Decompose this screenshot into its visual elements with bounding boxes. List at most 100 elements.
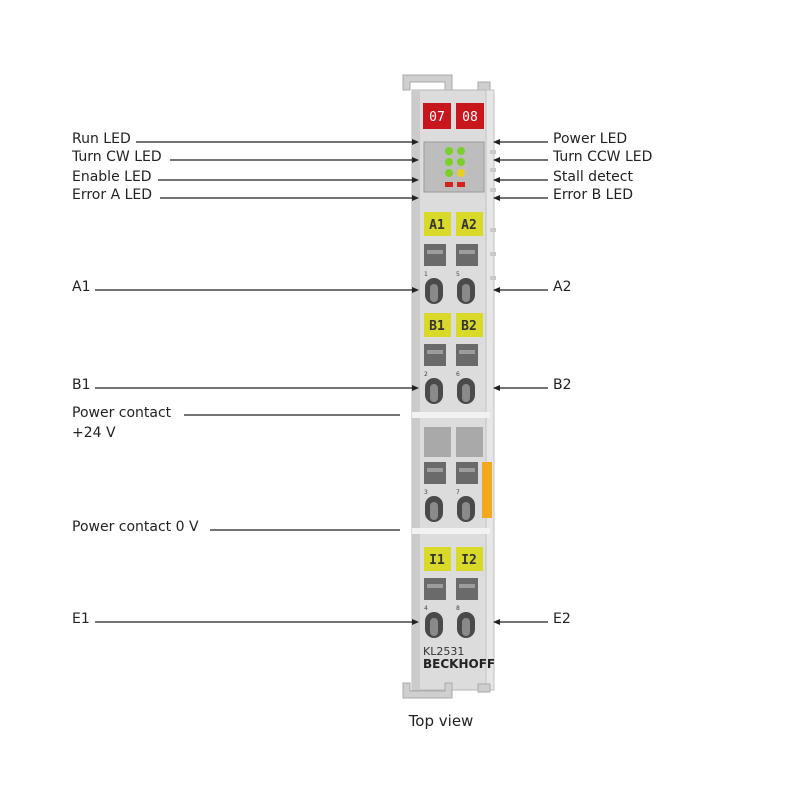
contact-number-4: 4: [424, 605, 428, 612]
run-led: [445, 147, 453, 155]
right-leaders: [493, 139, 548, 625]
bottom-clip-right: [477, 683, 491, 693]
wire-entry-4-hl: [430, 618, 438, 636]
turn-cw-led: [445, 158, 453, 166]
release-slot-6-inner: [459, 350, 475, 354]
label-error-a-led: Error A LED: [72, 187, 152, 203]
wire-entry-5-hl: [462, 284, 470, 302]
wire-entry-3-hl: [430, 502, 438, 520]
gray-cover-3: [424, 427, 451, 457]
arrow-a1: [412, 287, 419, 293]
contact-number-6: 6: [456, 371, 460, 378]
turn-ccw-led: [457, 158, 465, 166]
release-slot-8-inner: [459, 584, 475, 588]
release-slot-4: [424, 578, 446, 600]
release-slot-1: [424, 244, 446, 266]
red-tag-07: [423, 103, 451, 129]
release-slot-5: [456, 244, 478, 266]
release-slot-3: [424, 462, 446, 484]
side-rib: [490, 168, 496, 172]
label-b2: B2: [553, 377, 572, 393]
terminal-module: 07 08 A1 A2 1 5 B1 B2: [402, 74, 496, 699]
wire-entry-8-hl: [462, 618, 470, 636]
contact-number-1: 1: [424, 271, 428, 278]
label-e2: E2: [553, 611, 571, 627]
arrow-a2: [493, 287, 500, 293]
arrow-b1: [412, 385, 419, 391]
release-slot-5-inner: [459, 250, 475, 254]
error-b-led: [457, 182, 465, 187]
power-contact-0v-divider: [412, 528, 490, 534]
arrow-e1: [412, 619, 419, 625]
contact-number-2: 2: [424, 371, 428, 378]
release-slot-7-inner: [459, 468, 475, 472]
power-led: [457, 147, 465, 155]
arrow-enable-led: [412, 177, 419, 183]
housing-right-rail: [485, 89, 495, 691]
label-e1: E1: [72, 611, 90, 627]
wire-entry-1-hl: [430, 284, 438, 302]
release-slot-6: [456, 344, 478, 366]
bottom-clip: [402, 682, 453, 699]
enable-led: [445, 169, 453, 177]
wire-entry-2-hl: [430, 384, 438, 402]
arrow-stall-detect: [493, 177, 500, 183]
release-slot-1-inner: [427, 250, 443, 254]
orange-strip: [482, 462, 492, 518]
error-a-led: [445, 182, 453, 187]
tag-i1-label: I1: [429, 553, 445, 568]
arrow-e2: [493, 619, 500, 625]
red-tag-07-label: 07: [429, 110, 445, 125]
power-contact-divider: [412, 412, 490, 418]
red-tag-08-label: 08: [462, 110, 478, 125]
release-slot-3-inner: [427, 468, 443, 472]
arrow-turn-ccw-led: [493, 157, 500, 163]
side-rib: [490, 188, 496, 192]
arrow-error-a-led: [412, 195, 419, 201]
release-slot-7: [456, 462, 478, 484]
led-window: [423, 141, 485, 193]
side-rib: [490, 150, 496, 154]
release-slot-4-inner: [427, 584, 443, 588]
contact-number-3: 3: [424, 489, 428, 496]
top-clip: [402, 74, 453, 91]
contact-number-7: 7: [456, 489, 460, 496]
tag-b1: [424, 313, 451, 337]
release-slot-2-inner: [427, 350, 443, 354]
tag-a1: [424, 212, 451, 236]
label-error-b-led: Error B LED: [553, 187, 633, 203]
tag-b2-label: B2: [461, 319, 477, 334]
red-tag-08: [456, 103, 484, 129]
label-power-led: Power LED: [553, 131, 627, 147]
tag-a1-label: A1: [429, 218, 445, 233]
tag-a2-label: A2: [461, 218, 477, 233]
tag-b2: [456, 313, 483, 337]
label-run-led: Run LED: [72, 131, 131, 147]
side-rib: [490, 252, 496, 256]
tag-b1-label: B1: [429, 319, 445, 334]
tag-i2-label: I2: [461, 553, 477, 568]
left-labels: Run LED Turn CW LED Enable LED Error A L…: [71, 131, 199, 627]
release-slot-8: [456, 578, 478, 600]
arrow-turn-cw-led: [412, 157, 419, 163]
side-rib: [490, 276, 496, 280]
arrow-run-led: [412, 139, 419, 145]
release-slot-2: [424, 344, 446, 366]
label-a2: A2: [553, 279, 571, 295]
contact-number-5: 5: [456, 271, 460, 278]
housing-left-shade: [412, 90, 420, 690]
wire-entry-7-hl: [462, 502, 470, 520]
label-b1: B1: [72, 377, 91, 393]
contact-number-8: 8: [456, 605, 460, 612]
arrow-power-led: [493, 139, 500, 145]
tag-i2: [456, 547, 483, 571]
right-labels: Power LED Turn CCW LED Stall detect Erro…: [552, 131, 652, 627]
label-power-contact-24v-line1: Power contact: [72, 405, 172, 421]
label-turn-cw-led: Turn CW LED: [71, 149, 162, 165]
label-power-contact-0v: Power contact 0 V: [72, 519, 199, 535]
side-rib: [490, 228, 496, 232]
brand-logo: BECKHOFF: [423, 657, 495, 671]
gray-cover-7: [456, 427, 483, 457]
label-power-contact-24v-line2: +24 V: [72, 425, 116, 441]
